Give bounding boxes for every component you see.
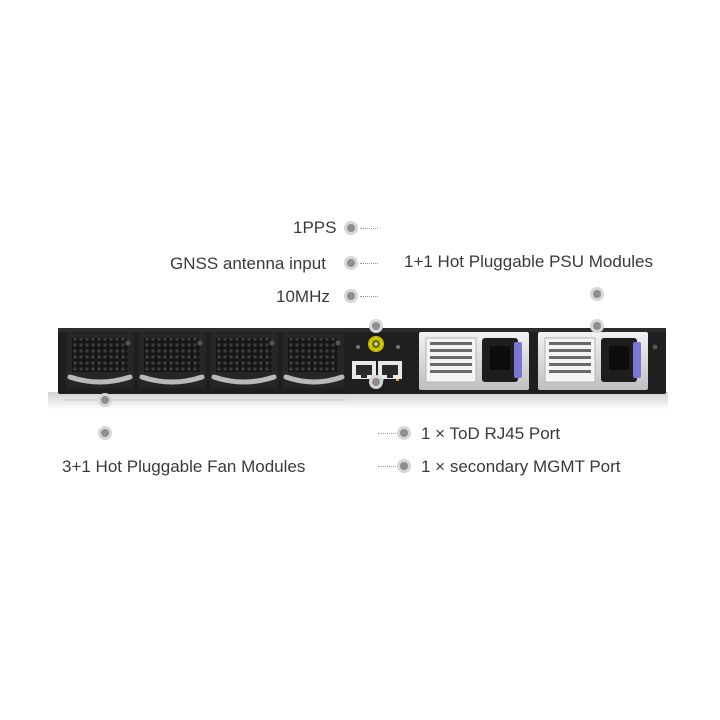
callout-gnss-label: GNSS antenna input — [170, 254, 326, 273]
psu-device-marker — [590, 319, 604, 333]
port-device-marker — [369, 375, 383, 389]
callout-tod-label: 1 × ToD RJ45 Port — [421, 424, 561, 443]
callout-psu-label: 1+1 Hot Pluggable PSU Modules — [404, 252, 654, 271]
port-section — [352, 336, 402, 381]
callout-1pps-label: 1PPS — [293, 218, 337, 237]
fan-bracket-marker — [98, 393, 112, 407]
callout-fan-label: 3+1 Hot Pluggable Fan Modules — [62, 457, 306, 476]
callout-1pps-marker — [344, 221, 358, 235]
callout-10mhz-marker — [344, 289, 358, 303]
callout-tod-marker — [397, 426, 411, 440]
psu-latch — [633, 342, 641, 378]
psu-module — [538, 332, 648, 390]
callout-10mhz-leader — [360, 296, 378, 297]
callout-psu-marker — [590, 287, 604, 301]
fan-module — [210, 333, 278, 388]
callout-tod-leader — [378, 433, 396, 434]
callout-mgmt-marker — [397, 459, 411, 473]
callout-mgmt-leader — [378, 466, 396, 467]
callout-gnss-leader — [360, 263, 378, 264]
psu-module — [419, 332, 529, 390]
fan-module — [138, 333, 206, 388]
callout-10mhz-label: 10MHz — [276, 287, 330, 306]
connector-marker — [369, 319, 383, 333]
callout-mgmt-label: 1 × secondary MGMT Port — [421, 457, 621, 476]
psu-latch — [514, 342, 522, 378]
fan-module — [282, 333, 345, 388]
callout-1pps-leader — [360, 228, 378, 229]
callout-gnss-marker — [344, 256, 358, 270]
callout-fan-marker — [98, 426, 112, 440]
chassis-shadow — [48, 392, 668, 410]
fan-module — [66, 333, 134, 388]
